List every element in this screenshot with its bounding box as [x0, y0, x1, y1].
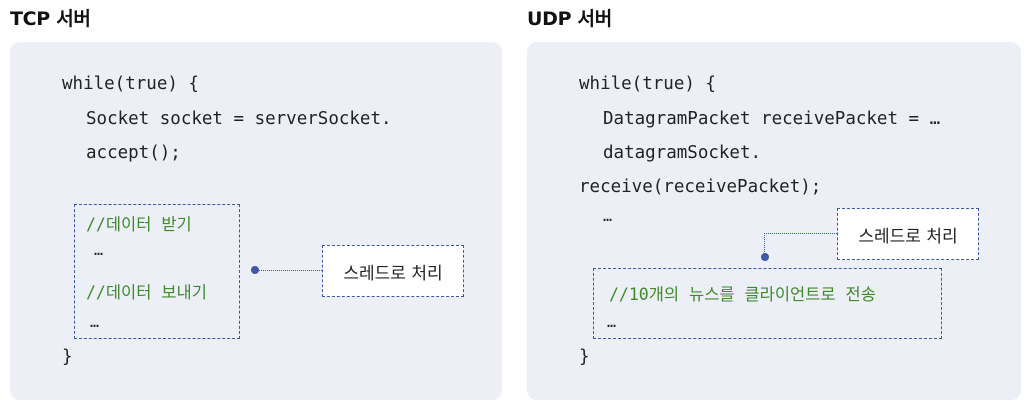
tcp-comment-receive: //데이터 받기 — [86, 215, 192, 234]
udp-receive-line: receive(receivePacket); — [579, 177, 822, 197]
tcp-accept-line1: Socket socket = serverSocket. — [86, 109, 392, 129]
tcp-connector-dot — [251, 266, 259, 274]
tcp-ellipsis-2: … — [90, 313, 100, 331]
tcp-accept-line2: accept(); — [86, 143, 181, 163]
tcp-thread-block — [74, 204, 240, 339]
udp-packet-line: DatagramPacket receivePacket = … — [603, 109, 941, 129]
tcp-loop-close: } — [62, 347, 73, 367]
tcp-connector-line — [259, 270, 322, 271]
udp-thread-block — [593, 268, 942, 339]
tcp-loop-open: while(true) { — [62, 74, 199, 94]
udp-ellipsis-2: … — [607, 313, 617, 331]
udp-socket-line: datagramSocket. — [603, 143, 762, 163]
tcp-comment-send: //데이터 보내기 — [86, 283, 207, 302]
udp-connector-line-v — [764, 233, 765, 254]
udp-loop-close: } — [579, 347, 590, 367]
udp-connector-dot — [761, 253, 769, 261]
udp-comment-send-news: //10개의 뉴스를 클라이언트로 전송 — [609, 285, 876, 304]
udp-connector-line-h — [764, 233, 837, 234]
tcp-ellipsis-1: … — [94, 241, 104, 259]
udp-panel: while(true) { DatagramPacket receivePack… — [527, 42, 1021, 400]
udp-ellipsis-1: … — [603, 207, 613, 225]
tcp-title: TCP 서버 — [10, 8, 91, 30]
udp-thread-callout: 스레드로 처리 — [837, 208, 979, 260]
tcp-thread-callout: 스레드로 처리 — [322, 245, 464, 297]
tcp-panel: while(true) { Socket socket = serverSock… — [10, 42, 502, 400]
udp-title: UDP 서버 — [527, 8, 612, 30]
udp-loop-open: while(true) { — [579, 74, 716, 94]
